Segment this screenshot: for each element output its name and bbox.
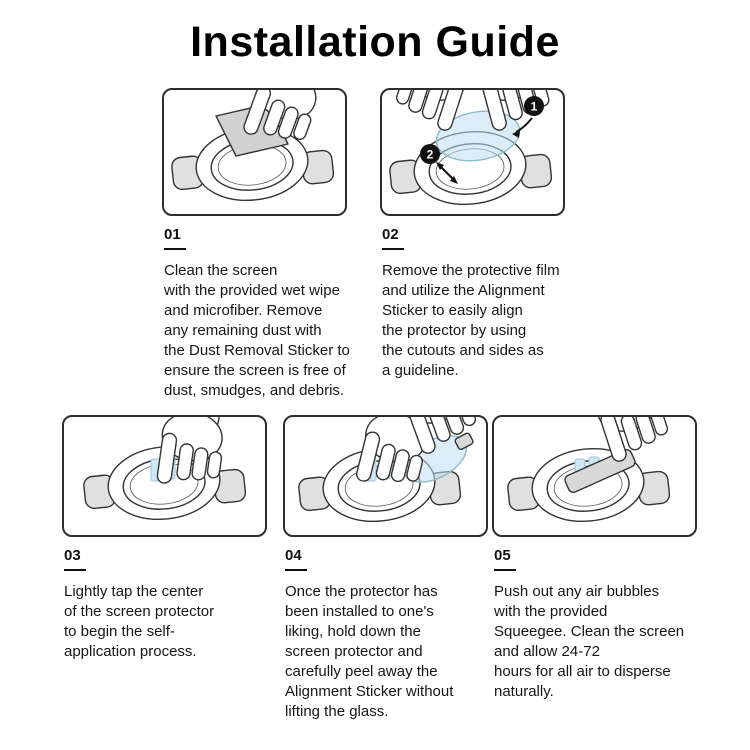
step-03-illustration-frame [62, 415, 267, 537]
arrowhead-icon [512, 130, 520, 138]
step-04-number: 04 [285, 547, 302, 564]
step-02-divider [382, 248, 404, 250]
step-05-section: 05 Push out any air bubbles with the pro… [492, 415, 697, 702]
page-title: Installation Guide [190, 18, 560, 66]
step-04-section: 04 Once the protector has been installed… [283, 415, 488, 722]
step-01-illustration-frame [162, 88, 347, 216]
step-03-illustration [79, 417, 249, 528]
step-01-section: 01 Clean the screen with the provided we… [162, 88, 350, 401]
arrowhead-icon [450, 176, 458, 184]
badge-2-icon [420, 144, 440, 164]
arrowhead-icon [436, 162, 444, 170]
step-04-description: Once the protector has been installed to… [285, 583, 454, 720]
step-01-description: Clean the screen with the provided wet w… [164, 262, 350, 399]
step-01-divider [164, 248, 186, 250]
step-05-description: Push out any air bubbles with the provid… [494, 583, 685, 700]
step-02-illustration-frame: 1 2 [380, 88, 565, 216]
step-03-number: 03 [64, 547, 81, 564]
step-02-illustration: 1 2 [385, 90, 555, 213]
step-01-number: 01 [164, 226, 181, 243]
step-02-section: 1 2 02 Remove the protective film and ut… [380, 88, 565, 381]
step-03-divider [64, 569, 86, 571]
step-04-illustration-frame [283, 415, 488, 537]
step-05-divider [494, 569, 516, 571]
step-02-description: Remove the protective film and utilize t… [382, 262, 560, 379]
badge-1-icon [524, 96, 544, 116]
step-05-illustration [503, 417, 674, 530]
step-05-number: 05 [494, 547, 511, 564]
step-05-illustration-frame [492, 415, 697, 537]
step-04-divider [285, 569, 307, 571]
arrow-icon [515, 117, 533, 133]
step-01-illustration [167, 90, 340, 209]
step-03-section: 03 Lightly tap the center of the screen … [62, 415, 267, 662]
step-04-illustration [294, 417, 482, 530]
badge-2-label: 2 [427, 148, 434, 162]
badge-1-label: 1 [531, 100, 538, 114]
double-arrow-icon [439, 165, 455, 181]
step-03-description: Lightly tap the center of the screen pro… [64, 583, 215, 660]
step-02-number: 02 [382, 226, 399, 243]
